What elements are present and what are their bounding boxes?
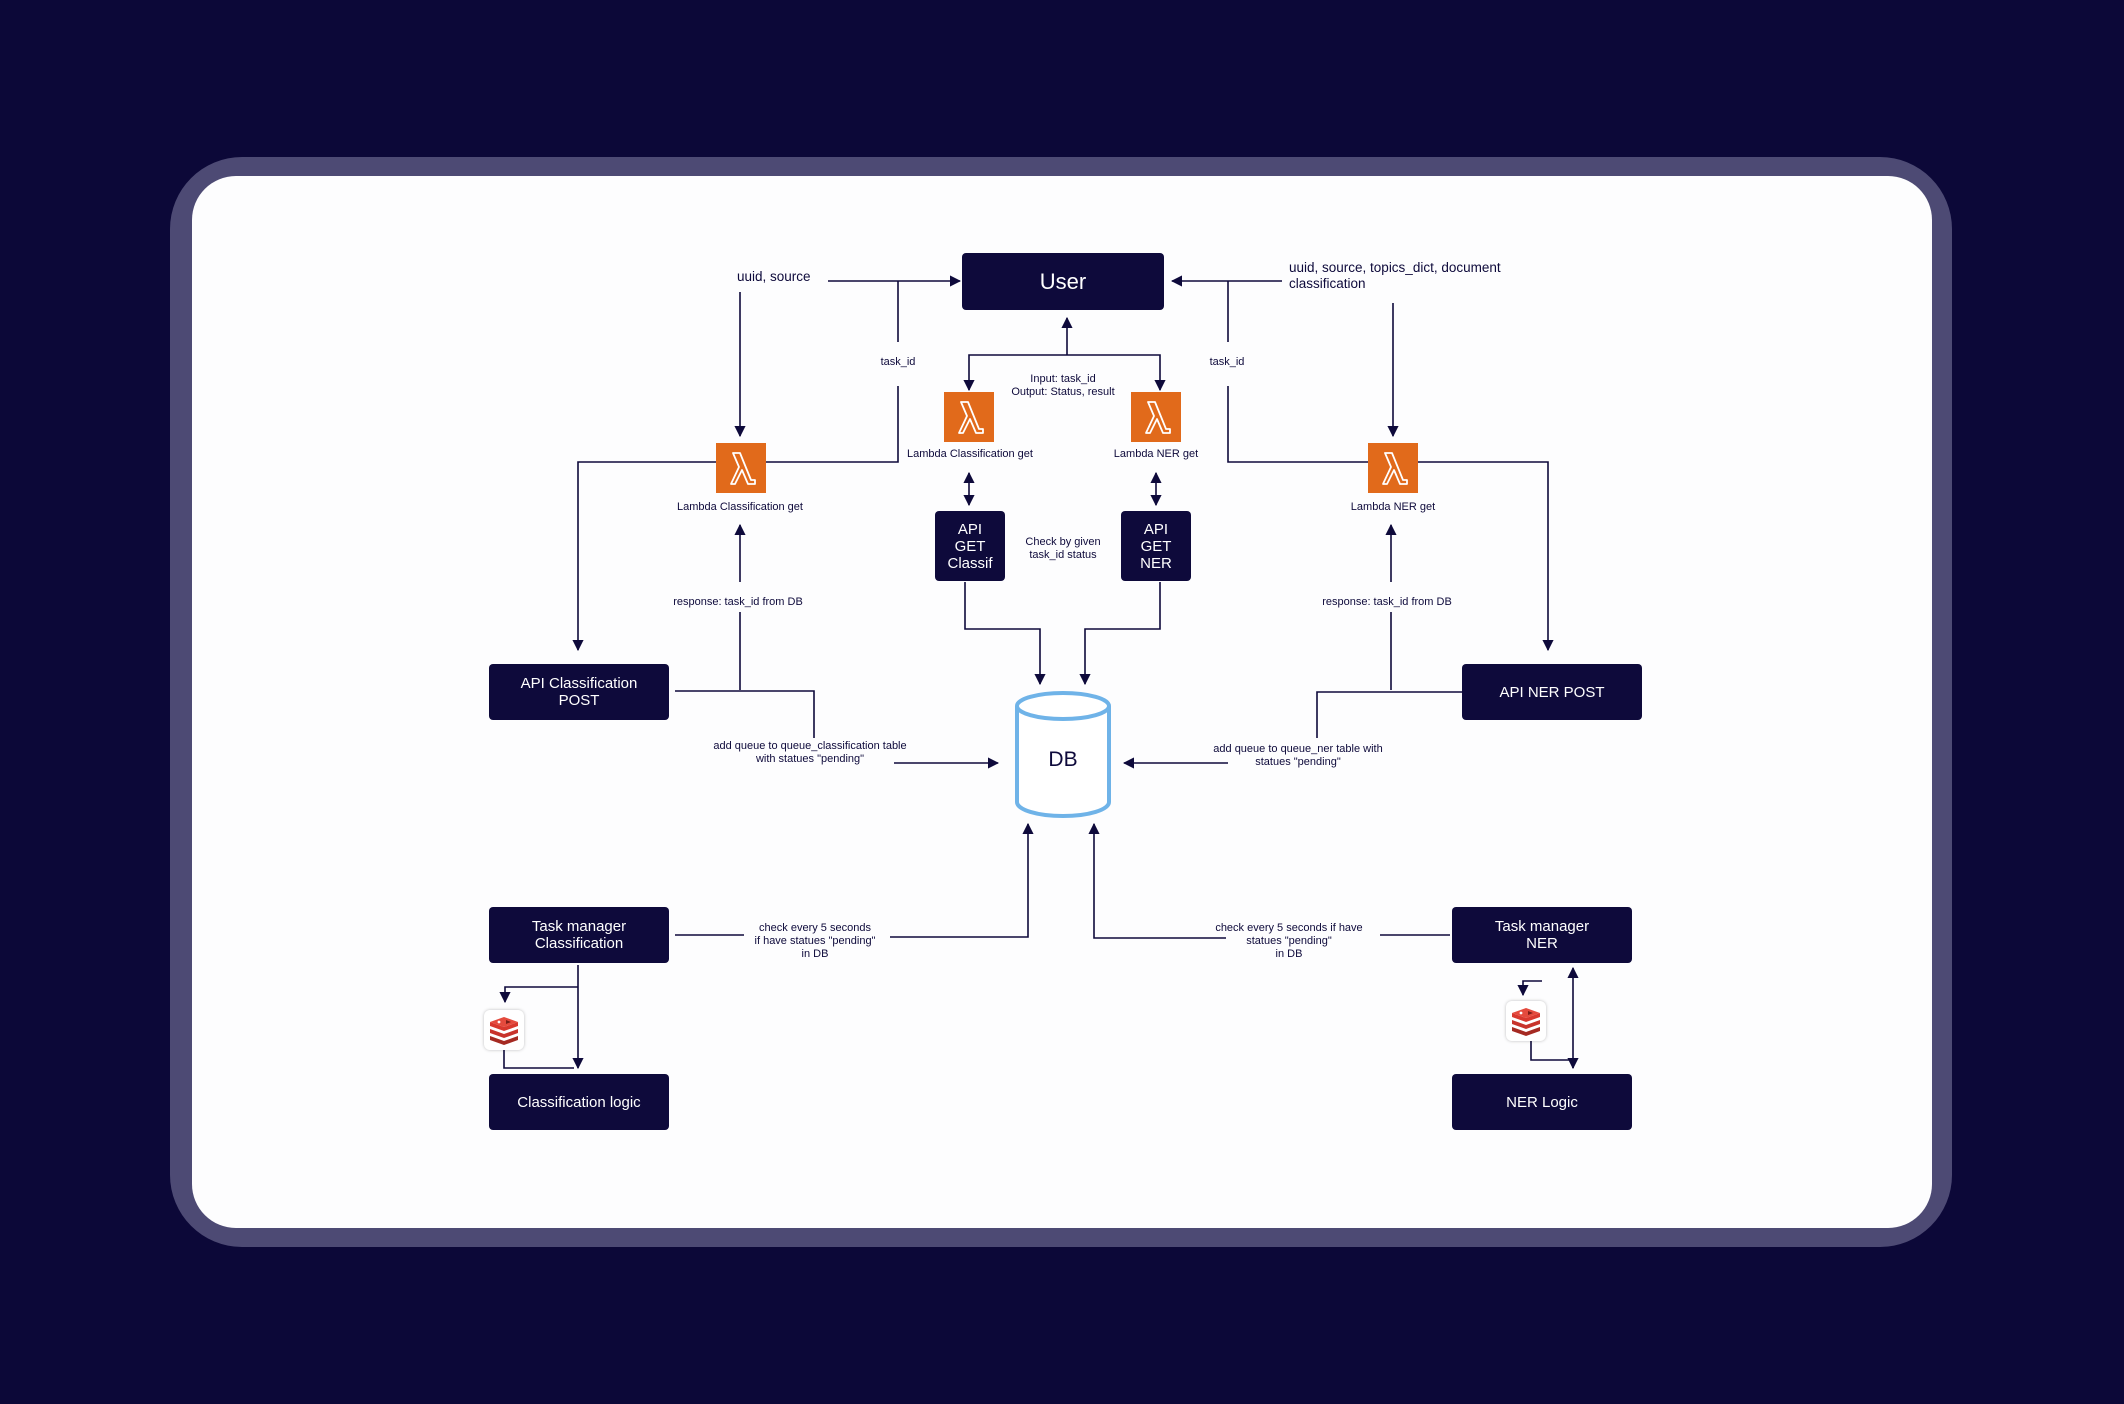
api-ner-post-node: API NER POST	[1462, 664, 1642, 720]
line-redis-class-to-logic	[503, 1048, 574, 1069]
lambda-classification-center-label: Lambda Classification get	[907, 448, 1033, 460]
arrow-check-right-to-db	[1088, 822, 1226, 939]
classification-logic-node: Classification logic	[489, 1074, 669, 1130]
line-add-queue-left	[675, 690, 815, 738]
uuid-source-topics-label: uuid, source, topics_dict, document clas…	[1289, 260, 1501, 291]
arrow-tm-ner-to-redis	[1517, 980, 1542, 997]
aws-lambda-icon	[944, 392, 994, 442]
arrow-api-get-ner-to-db	[1079, 582, 1161, 686]
task-id-left-label: task_id	[880, 356, 916, 368]
api-get-classif-node: API GET Classif	[935, 511, 1005, 581]
arrow-lambda-left-to-api-post	[572, 461, 716, 652]
line-task-id-left-lower	[765, 386, 899, 463]
lambda-ner-right-label: Lambda NER get	[1350, 501, 1436, 513]
task-manager-ner-node: Task manager NER	[1452, 907, 1632, 963]
arrow-lambda-right-to-api-ner-post	[1418, 461, 1554, 652]
redis-icon	[1506, 1001, 1546, 1041]
arrow-api-get-classif-to-db	[964, 582, 1046, 686]
user-node: User	[962, 253, 1164, 310]
database-cylinder-icon	[1015, 691, 1111, 818]
response-right-label: response: task_id from DB	[1322, 596, 1452, 608]
add-queue-classification-label: add queue to queue_classification table …	[713, 740, 907, 765]
arrow-tm-class-to-redis	[499, 986, 578, 1004]
arrow-user-to-lambda-class-center	[963, 354, 1067, 392]
aws-lambda-icon	[716, 443, 766, 493]
uuid-source-label: uuid, source	[737, 269, 811, 284]
response-left-label: response: task_id from DB	[673, 596, 803, 608]
db-label: DB	[1048, 748, 1078, 771]
line-task-id-right-lower	[1227, 386, 1368, 463]
check-every-right-label: check every 5 seconds if have statues "p…	[1215, 922, 1363, 960]
ner-logic-node: NER Logic	[1452, 1074, 1632, 1130]
task-id-right-label: task_id	[1209, 356, 1245, 368]
arrow-check-left-to-db	[890, 822, 1034, 938]
check-every-left-label: check every 5 seconds if have statues "p…	[754, 922, 876, 960]
lambda-classification-left-label: Lambda Classification get	[677, 501, 803, 513]
task-manager-classification-node: Task manager Classification	[489, 907, 669, 963]
aws-lambda-icon	[1368, 443, 1418, 493]
input-output-label: Input: task_id Output: Status, result	[1011, 373, 1115, 398]
api-classification-post-node: API Classification POST	[489, 664, 669, 720]
redis-icon	[484, 1010, 524, 1050]
lambda-ner-center-label: Lambda NER get	[1113, 448, 1199, 460]
line-redis-ner-to-logic	[1530, 1038, 1579, 1070]
line-add-queue-right	[1316, 691, 1462, 738]
check-status-label: Check by given task_id status	[1025, 536, 1101, 561]
add-queue-ner-label: add queue to queue_ner table with statue…	[1213, 743, 1383, 768]
aws-lambda-icon	[1131, 392, 1181, 442]
arrow-user-to-lambda-ner-center	[1067, 354, 1166, 392]
api-get-ner-node: API GET NER	[1121, 511, 1191, 581]
